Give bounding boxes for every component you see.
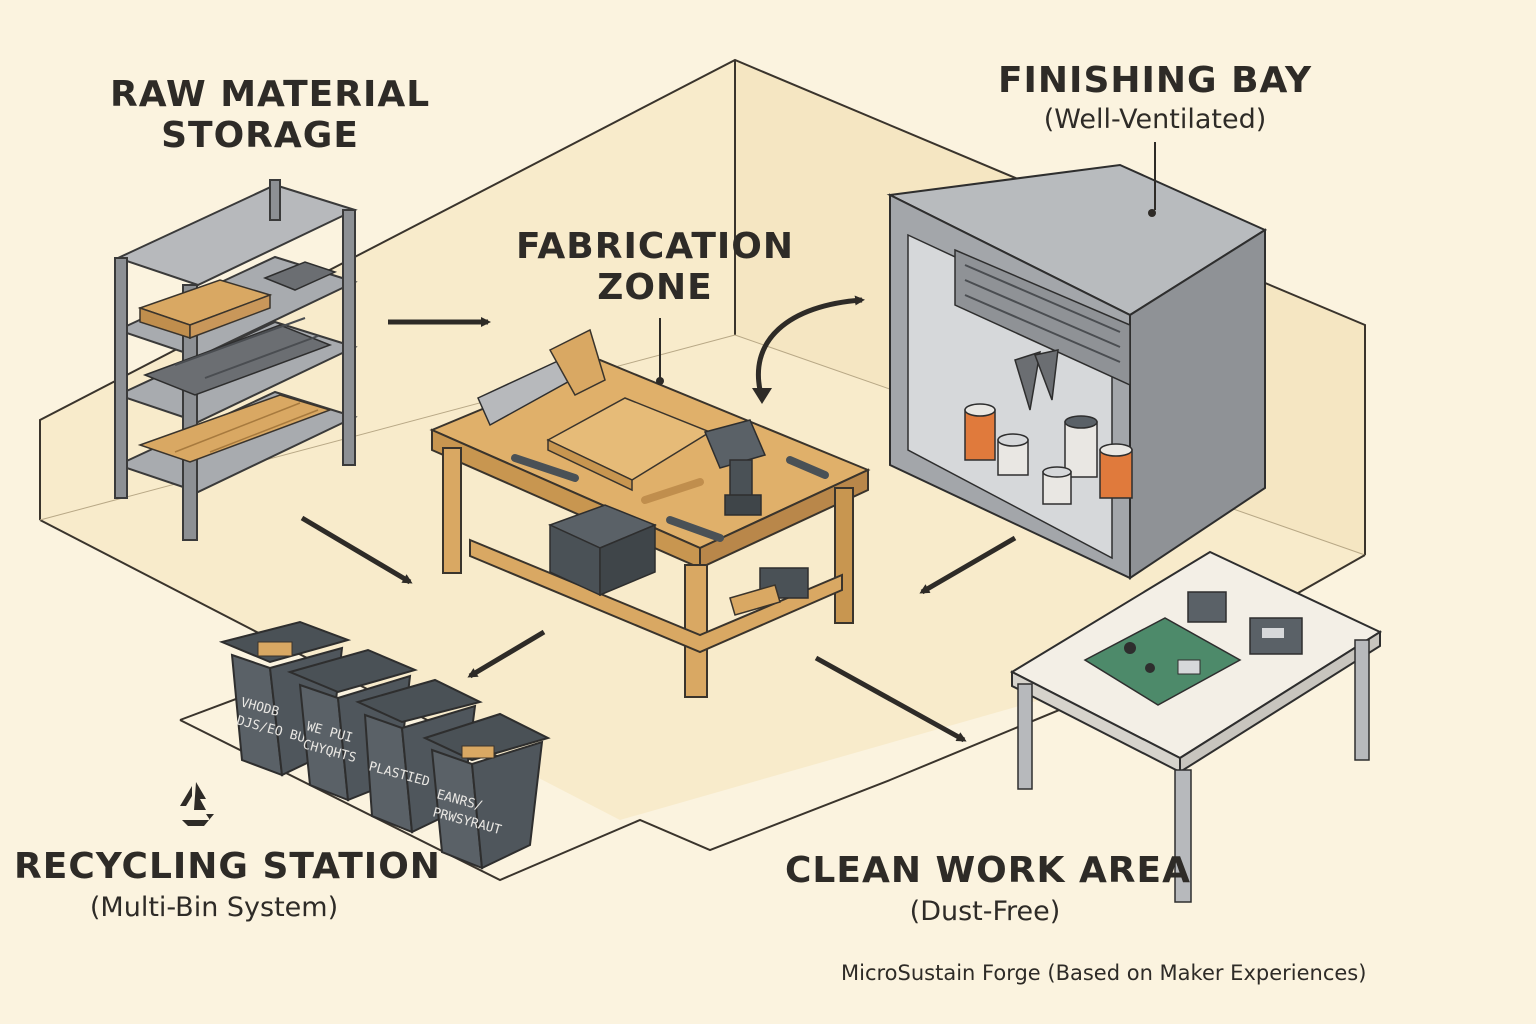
fabrication-title-line2: ZONE (597, 267, 713, 309)
fabrication-title: FABRICATION ZONE (505, 226, 805, 309)
recycling-title: RECYCLING STATION (14, 846, 441, 887)
diagram-caption: MicroSustain Forge (Based on Maker Exper… (841, 961, 1367, 985)
fabrication-title-line1: FABRICATION (515, 226, 795, 267)
spray-booth (886, 163, 1268, 580)
finishing-title: FINISHING BAY (997, 60, 1313, 101)
recycle-icon (180, 782, 214, 826)
recycling-bins: VHODB DJS/EO BUND WE PUI CHYQHTS PLASTIE… (218, 620, 551, 870)
arrow-head-down (752, 388, 772, 404)
arrow-fabrication-to-clean (814, 655, 967, 743)
leader-lines (656, 142, 1156, 385)
clean-table (1009, 550, 1383, 903)
clean-work-subtitle: (Dust-Free) (909, 896, 1061, 927)
raw-material-title: RAW MATERIAL STORAGE (110, 74, 431, 157)
workbench (429, 328, 871, 698)
bin-4: EANRS/ PRWSYRAUT (422, 712, 551, 870)
recycling-subtitle: (Multi-Bin System) (89, 892, 339, 923)
raw-material-title-line2: STORAGE (161, 115, 359, 157)
arrow-fabrication-finishing-loop (755, 295, 865, 399)
raw-material-title-line1: RAW MATERIAL (110, 74, 431, 115)
finishing-subtitle: (Well-Ventilated) (1043, 104, 1267, 135)
arrow-storage-to-recycling (300, 515, 413, 585)
storage-shelf (114, 179, 358, 541)
arrow-finishing-to-fabrication (919, 535, 1017, 595)
flow-arrows (300, 295, 1017, 743)
clean-work-title: CLEAN WORK AREA (785, 850, 1191, 891)
arrow-fabrication-to-recycling (467, 629, 546, 679)
